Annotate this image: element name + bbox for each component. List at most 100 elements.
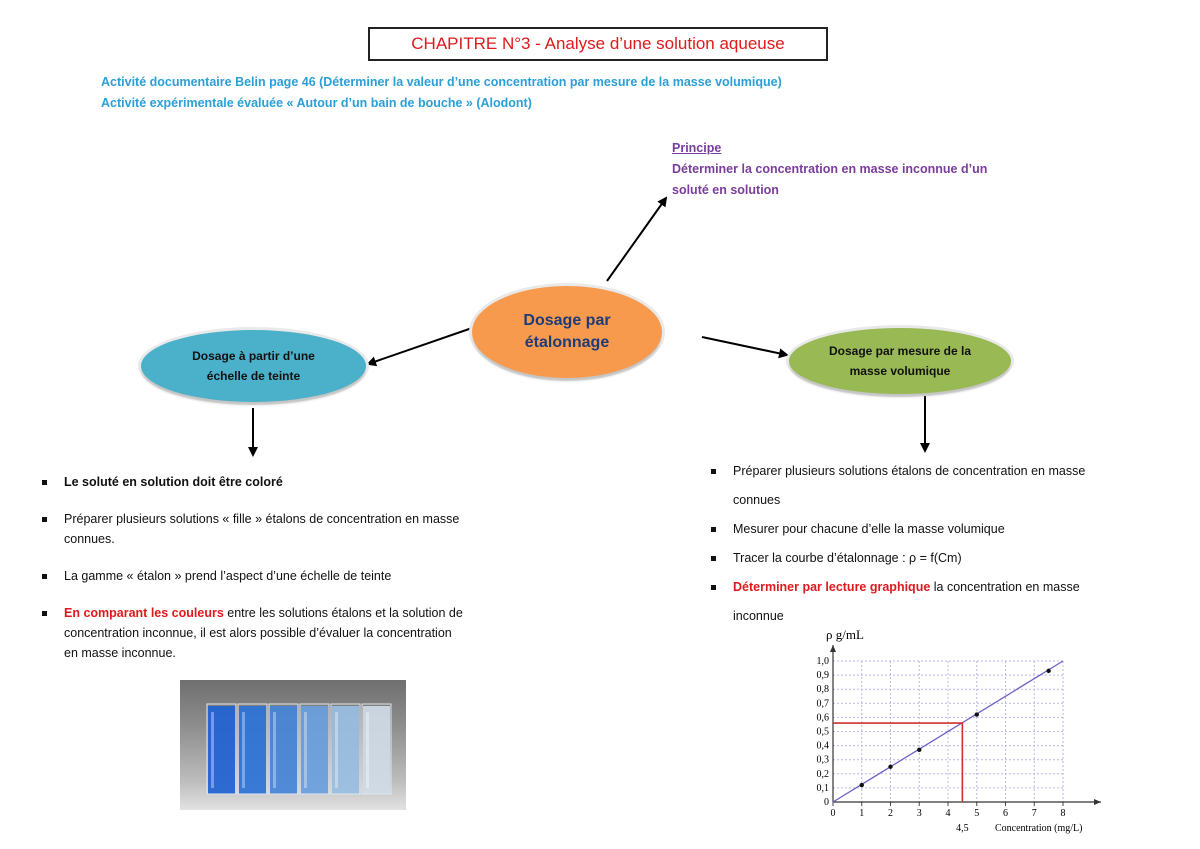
data-point bbox=[859, 782, 864, 788]
x-tick-label: 7 bbox=[1032, 808, 1037, 819]
vial-reflection bbox=[211, 712, 214, 788]
x-tick-label: 4 bbox=[946, 808, 951, 819]
y-tick-label: 0,9 bbox=[817, 670, 830, 681]
reading-line bbox=[833, 722, 964, 802]
vial-glass bbox=[299, 703, 330, 795]
chapter-title: CHAPITRE N°3 - Analyse d’une solution aq… bbox=[411, 34, 785, 53]
vial-liquid bbox=[332, 706, 359, 794]
y-tick-label: 1,0 bbox=[817, 656, 830, 667]
list-item: Mesurer pour chacune d’elle la masse vol… bbox=[709, 515, 1149, 544]
node-center-line2: étalonnage bbox=[524, 334, 610, 351]
vial bbox=[299, 703, 330, 795]
principe-text-line2: soluté en solution bbox=[672, 183, 779, 197]
principe-text-line1: Déterminer la concentration en masse inc… bbox=[672, 162, 988, 176]
list-item: Préparer plusieurs solutions « fille » é… bbox=[40, 509, 530, 549]
left-item4-line2: concentration inconnue, il est alors pos… bbox=[64, 626, 452, 640]
right-item2: Mesurer pour chacune d’elle la masse vol… bbox=[733, 522, 1005, 536]
y-tick-label: 0,3 bbox=[817, 755, 830, 766]
node-right-line2: masse volumique bbox=[849, 364, 951, 378]
x-tick-label: 3 bbox=[917, 808, 922, 819]
chart-reading-label: 4,5 bbox=[956, 823, 969, 834]
vial-glass bbox=[330, 703, 361, 795]
calibration-chart: 0 1 2 3 4 5 6 7 8 0 0,2 0,4 0,6 0,8 1,0 0,1 0,3 0,5 0,7 0,9… bbox=[817, 627, 1101, 834]
right-item3: Tracer la courbe d’étalonnage : ρ = f(Cm… bbox=[733, 551, 962, 565]
x-tick-label: 5 bbox=[974, 808, 979, 819]
left-bullet-list: Le soluté en solution doit être coloré P… bbox=[40, 472, 530, 680]
vial-glass bbox=[237, 703, 268, 795]
vial-glass bbox=[361, 703, 392, 795]
data-point bbox=[1046, 668, 1051, 674]
vial-liquid bbox=[270, 706, 297, 794]
node-left-line2: échelle de teinte bbox=[206, 369, 301, 383]
data-point bbox=[974, 712, 979, 717]
x-tick-label: 2 bbox=[888, 808, 893, 819]
arrow-to-principe bbox=[606, 196, 668, 282]
chart-xlabel: Concentration (mg/L) bbox=[995, 823, 1082, 834]
vial-reflection bbox=[335, 712, 338, 788]
vial-reflection bbox=[273, 712, 276, 788]
chart-grid bbox=[833, 660, 1064, 802]
vial-reflection bbox=[242, 712, 245, 788]
calibration-line bbox=[832, 660, 1064, 803]
vial bbox=[237, 703, 268, 795]
list-item: La gamme « étalon » prend l’aspect d’une… bbox=[40, 566, 530, 586]
right-item1-line1: Préparer plusieurs solutions étalons de … bbox=[733, 464, 1086, 478]
vial-reflection bbox=[366, 712, 369, 788]
right-item4-highlight: Déterminer par lecture graphique bbox=[733, 580, 931, 594]
node-echelle-teinte: Dosage à partir d’une échelle de teinte bbox=[141, 330, 366, 402]
x-tick-label: 6 bbox=[1003, 808, 1008, 819]
left-item4-highlight: En comparant les couleurs bbox=[64, 606, 224, 620]
y-tick-label: 0,1 bbox=[817, 783, 830, 794]
y-tick-label: 0,5 bbox=[817, 727, 830, 738]
right-bullet-list: Préparer plusieurs solutions étalons de … bbox=[709, 457, 1149, 631]
right-item4-rest: la concentration en masse bbox=[930, 580, 1080, 594]
left-item1: Le soluté en solution doit être coloré bbox=[64, 475, 283, 489]
arrow-to-right-node bbox=[701, 336, 789, 359]
vial-glass bbox=[206, 703, 237, 795]
y-tick-label: 0,2 bbox=[817, 769, 830, 780]
y-tick-label: 0,4 bbox=[817, 741, 830, 752]
list-item: Préparer plusieurs solutions étalons de … bbox=[709, 457, 1149, 515]
node-dosage-etalonnage: Dosage par étalonnage bbox=[472, 286, 662, 378]
activities-block: Activité documentaire Belin page 46 (Dét… bbox=[101, 72, 782, 114]
right-item1-line2: connues bbox=[733, 493, 781, 507]
right-item4-line2: inconnue bbox=[733, 609, 784, 623]
x-axis-arrow-icon bbox=[1094, 799, 1101, 805]
principe-heading: Principe bbox=[672, 141, 722, 155]
principe-block: Principe Déterminer la concentration en … bbox=[672, 138, 987, 201]
y-tick-label: 0 bbox=[824, 797, 829, 808]
node-masse-volumique: Dosage par mesure de la masse volumique bbox=[789, 328, 1011, 394]
vial-liquid bbox=[239, 706, 266, 794]
y-tick-label: 0,7 bbox=[817, 698, 830, 709]
color-scale-photo bbox=[180, 680, 406, 810]
y-tick-label: 0,6 bbox=[817, 712, 830, 723]
vial-glass bbox=[268, 703, 299, 795]
chapter-title-box: CHAPITRE N°3 - Analyse d’une solution aq… bbox=[368, 27, 828, 61]
x-tick-label: 1 bbox=[859, 808, 864, 819]
data-point bbox=[888, 764, 893, 769]
left-item4-rest: entre les solutions étalons et la soluti… bbox=[223, 606, 463, 620]
x-tick-label: 8 bbox=[1061, 808, 1066, 819]
activity-experimentale: Activité expérimentale évaluée « Autour … bbox=[101, 96, 532, 110]
vial-liquid bbox=[208, 706, 235, 794]
list-item: Tracer la courbe d’étalonnage : ρ = f(Cm… bbox=[709, 544, 1149, 573]
arrow-to-left-node bbox=[366, 327, 473, 367]
activity-documentaire: Activité documentaire Belin page 46 (Dét… bbox=[101, 75, 782, 89]
vial bbox=[330, 703, 361, 795]
y-tick-label: 0,8 bbox=[817, 684, 830, 695]
left-item3: La gamme « étalon » prend l’aspect d’une… bbox=[64, 569, 392, 583]
left-item2-line1: Préparer plusieurs solutions « fille » é… bbox=[64, 512, 460, 526]
left-item4-line3: en masse inconnue. bbox=[64, 646, 176, 660]
node-center-line1: Dosage par bbox=[523, 312, 611, 329]
x-tick-label: 0 bbox=[831, 808, 836, 819]
node-left-line1: Dosage à partir d’une bbox=[192, 349, 315, 363]
vials-illustration bbox=[206, 703, 392, 795]
vial bbox=[206, 703, 237, 795]
data-point bbox=[917, 747, 922, 753]
left-item2-line2: connues. bbox=[64, 532, 115, 546]
list-item: Le soluté en solution doit être coloré bbox=[40, 472, 530, 492]
y-axis-arrow-icon bbox=[830, 645, 836, 652]
node-right-line1: Dosage par mesure de la bbox=[828, 344, 972, 358]
list-item: En comparant les couleurs entre les solu… bbox=[40, 603, 530, 663]
